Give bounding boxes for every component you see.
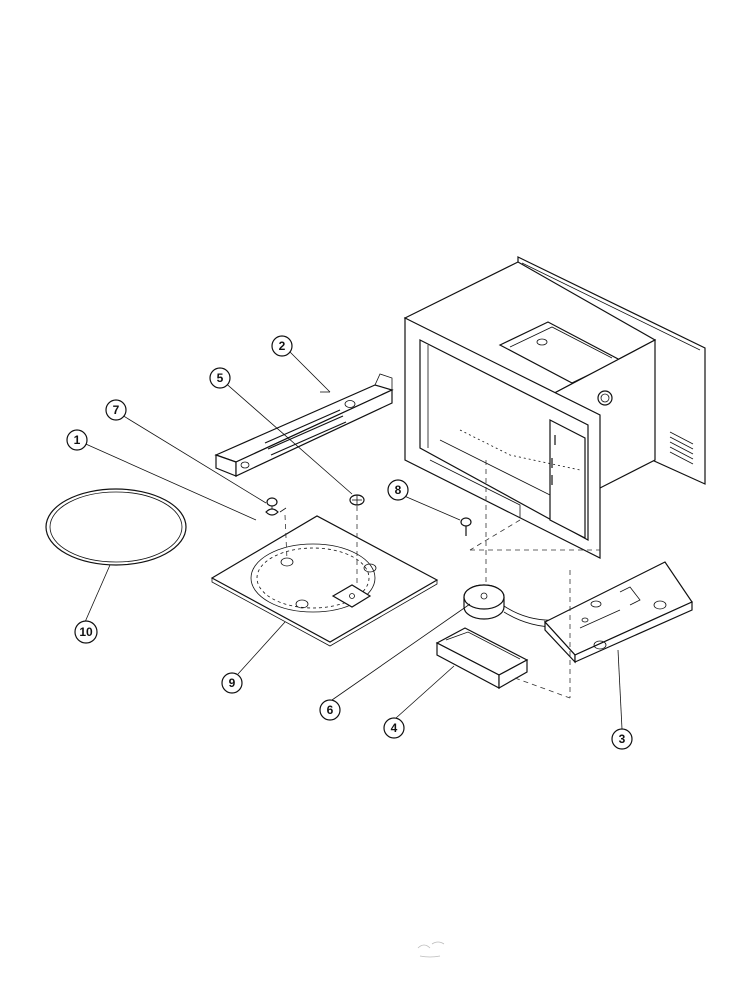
part-3-base-plate bbox=[544, 561, 693, 664]
alignment-lines bbox=[469, 460, 600, 699]
callout-7: 7 bbox=[105, 399, 127, 421]
callout-5: 5 bbox=[209, 367, 231, 389]
callout-6: 6 bbox=[319, 699, 341, 721]
callout-label-1: 1 bbox=[74, 433, 81, 447]
part-8-screw bbox=[460, 517, 472, 536]
part-10-turntable-tray bbox=[45, 488, 187, 566]
part-9-bottom-plate bbox=[210, 515, 439, 647]
part-4-cover bbox=[435, 627, 529, 690]
part-1-clip bbox=[265, 507, 288, 561]
scan-mark bbox=[417, 941, 445, 958]
callout-label-8: 8 bbox=[395, 483, 402, 497]
vent-grille bbox=[669, 431, 694, 465]
part-7-roller bbox=[266, 497, 278, 512]
callout-10: 10 bbox=[74, 620, 98, 644]
callout-8: 8 bbox=[387, 479, 409, 501]
callout-label-7: 7 bbox=[113, 403, 120, 417]
callout-label-2: 2 bbox=[279, 339, 286, 353]
callout-label-10: 10 bbox=[79, 625, 93, 639]
leader-lines bbox=[78, 347, 623, 730]
callout-9: 9 bbox=[221, 672, 243, 694]
part-2-rail-bracket bbox=[214, 373, 394, 477]
part-5-coupler bbox=[349, 494, 365, 585]
callout-label-6: 6 bbox=[327, 703, 334, 717]
callout-label-9: 9 bbox=[229, 676, 236, 690]
microwave-cabinet bbox=[403, 256, 706, 559]
callout-4: 4 bbox=[383, 717, 405, 739]
callout-1: 1 bbox=[66, 429, 88, 451]
callout-3: 3 bbox=[611, 728, 633, 750]
callout-label-3: 3 bbox=[619, 732, 626, 746]
callout-label-4: 4 bbox=[391, 721, 398, 735]
callout-label-5: 5 bbox=[217, 371, 224, 385]
callout-2: 2 bbox=[271, 335, 293, 357]
